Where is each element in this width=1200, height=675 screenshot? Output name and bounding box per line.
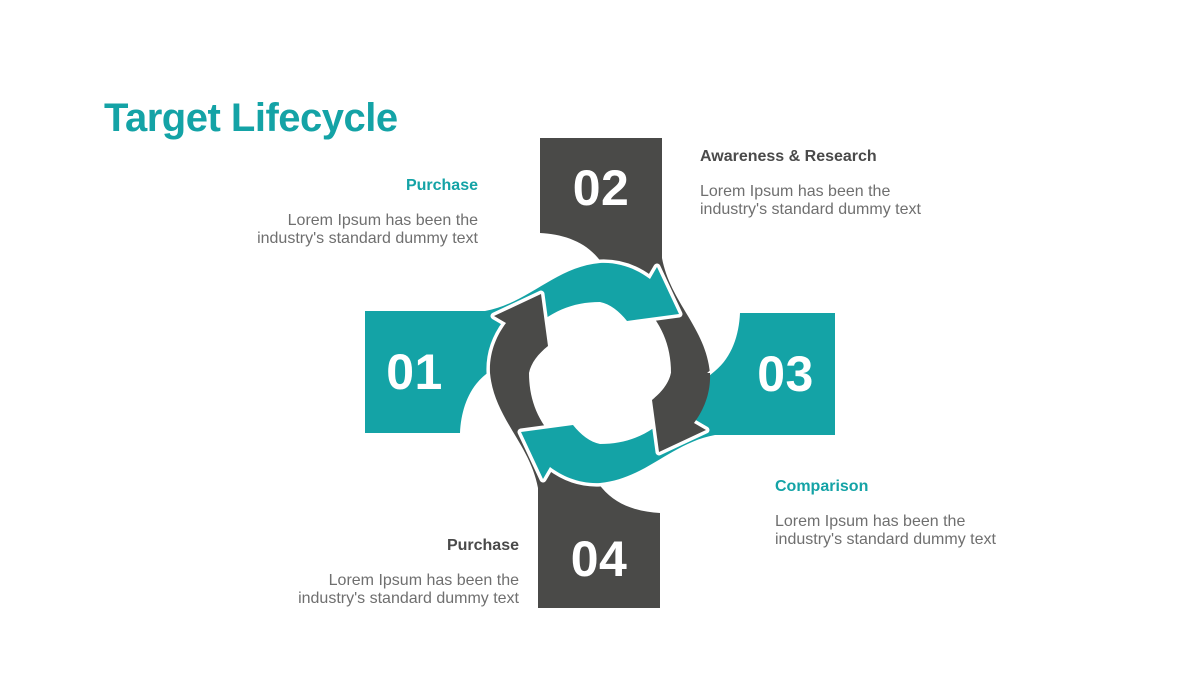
step-02-label: Awareness & Research (700, 148, 877, 165)
step-02-description-line2: industry's standard dummy text (700, 201, 921, 218)
step-03-description-line1: Lorem Ipsum has been the (775, 513, 966, 530)
step-01-label: Purchase (405, 177, 478, 194)
step-03-label: Comparison (775, 478, 869, 495)
step-04-description-line1: Lorem Ipsum has been the (328, 572, 519, 589)
step-02-number: 02 (572, 159, 630, 216)
step-02-description-line1: Lorem Ipsum has been the (700, 183, 891, 200)
step-04-text-group: Purchase Lorem Ipsum has been the indust… (219, 536, 519, 608)
step-01-number: 01 (386, 344, 443, 400)
step-01-text-group: Purchase Lorem Ipsum has been the indust… (178, 176, 478, 248)
step-02-text-group: Awareness & Research Lorem Ipsum has bee… (700, 147, 1000, 219)
step-02-description: Lorem Ipsum has been the industry's stan… (700, 183, 1000, 219)
step-01-description-line2: industry's standard dummy text (257, 230, 478, 247)
step-03-description-line2: industry's standard dummy text (775, 531, 996, 548)
step-04-label: Purchase (446, 537, 519, 554)
step-04-number: 04 (570, 530, 628, 587)
step-04-description: Lorem Ipsum has been the industry's stan… (219, 572, 519, 608)
arrowhead-02-patch (652, 373, 711, 452)
step-01-description: Lorem Ipsum has been the industry's stan… (178, 212, 478, 248)
step-03-number: 03 (757, 346, 814, 402)
slide-title: Target Lifecycle (104, 96, 398, 140)
step-01-description-line1: Lorem Ipsum has been the (287, 212, 478, 229)
step-03-text-group: Comparison Lorem Ipsum has been the indu… (775, 477, 1075, 549)
step-04-description-line2: industry's standard dummy text (298, 590, 519, 607)
step-03-description: Lorem Ipsum has been the industry's stan… (775, 513, 1075, 549)
